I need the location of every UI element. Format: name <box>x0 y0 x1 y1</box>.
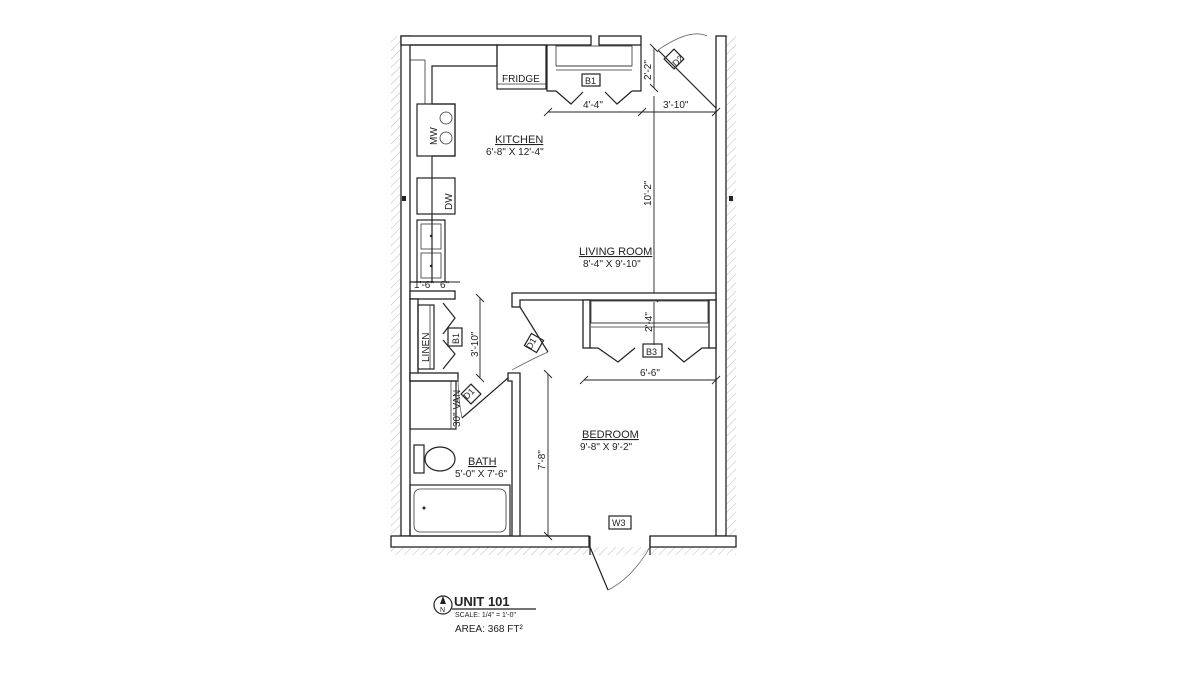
north-letter: N <box>440 607 445 614</box>
wall-marker-left <box>402 196 406 201</box>
dim-living-height-text: 10'-2" <box>643 180 654 206</box>
dim-linen-height-text: 3'-10" <box>470 331 481 357</box>
microwave: MW <box>416 103 456 157</box>
unit-title: UNIT 101 <box>454 594 510 609</box>
hall-door-d1: D1 <box>511 306 549 371</box>
kitchen-counter <box>410 44 498 283</box>
exterior-hatch-left <box>391 36 400 536</box>
toilet <box>413 444 456 474</box>
wall-kitchen-hall: 1'-6" 6" <box>409 280 460 300</box>
tag-d1-hall: D1 <box>524 336 538 351</box>
room-name-bath: BATH <box>468 456 497 468</box>
tag-w3: W3 <box>612 518 626 528</box>
room-dims-living: 8'-4" X 9'-10" <box>583 259 641 270</box>
unit-scale: SCALE: 1/4" = 1'-0" <box>455 612 516 619</box>
room-dims-bedroom: 9'-8" X 9'-2" <box>580 442 633 453</box>
dim-bedroom-height: 7'-8" <box>537 369 553 541</box>
dim-linen-height: 3'-10" <box>470 293 485 383</box>
linen-closet: LINEN B1 <box>409 298 463 381</box>
dim-sink-right: 6" <box>440 280 450 291</box>
closet-b3: B3 2'-4" <box>590 300 709 363</box>
exterior-door-bottom <box>589 546 651 591</box>
title-block: N UNIT 101 SCALE: 1/4" = 1'-0" AREA: 368… <box>433 594 536 635</box>
dim-closet-b1-width: 4'-4" <box>583 100 603 111</box>
tag-b3: B3 <box>646 347 657 357</box>
bathtub <box>409 484 511 537</box>
tag-d1-bath: D1 <box>461 386 476 401</box>
dim-closet-b3-depth: 2'-4" <box>644 312 655 332</box>
room-name-living: LIVING ROOM <box>579 246 652 258</box>
tag-b1-side: B1 <box>451 333 461 344</box>
unit-area: AREA: 368 FT² <box>455 624 523 635</box>
fridge: FRIDGE <box>496 44 547 90</box>
dim-closet-b3-row: 6'-6" <box>579 368 721 385</box>
dim-sink-left: 1'-6" <box>414 280 434 291</box>
dishwasher-label: DW <box>444 193 455 210</box>
entry-door-d2: D2 <box>657 33 717 109</box>
wall-marker-right <box>729 196 733 201</box>
vanity: 30" VAN <box>409 380 463 430</box>
dim-closet-b1-depth: 2'-2" <box>643 60 654 80</box>
room-name-bedroom: BEDROOM <box>582 429 639 441</box>
exterior-hatch-right <box>727 36 736 536</box>
dim-living-height: 10'-2" <box>643 96 659 303</box>
wall-living-bedroom <box>511 292 717 349</box>
linen-label: LINEN <box>421 333 432 362</box>
tag-d2: D2 <box>670 53 685 68</box>
dim-closet-b3-width: 6'-6" <box>640 368 660 379</box>
bath-door-d1: D1 <box>457 377 509 419</box>
room-dims-kitchen: 6'-8" X 12'-4" <box>486 147 544 158</box>
room-dims-bath: 5'-0" X 7'-6" <box>455 469 508 480</box>
kitchen-sink <box>416 219 446 283</box>
exterior-hatch-bottom <box>391 547 736 555</box>
microwave-label: MW <box>429 127 440 145</box>
dim-entry-width: 3'-10" <box>663 100 689 111</box>
dishwasher: DW <box>416 177 456 215</box>
dim-row-top: 4'-4" 3'-10" <box>543 100 721 117</box>
fridge-label: FRIDGE <box>502 74 540 85</box>
dim-closet-b1: 2'-2" <box>643 43 659 93</box>
room-name-kitchen: KITCHEN <box>495 134 543 146</box>
exterior-walls <box>390 35 737 555</box>
vanity-label: 30" VAN <box>452 390 463 427</box>
closet-b1-top: B1 <box>546 45 642 105</box>
dim-bedroom-height-text: 7'-8" <box>537 450 548 470</box>
window-w3: W3 <box>608 515 632 530</box>
tag-b1-top: B1 <box>585 76 596 86</box>
